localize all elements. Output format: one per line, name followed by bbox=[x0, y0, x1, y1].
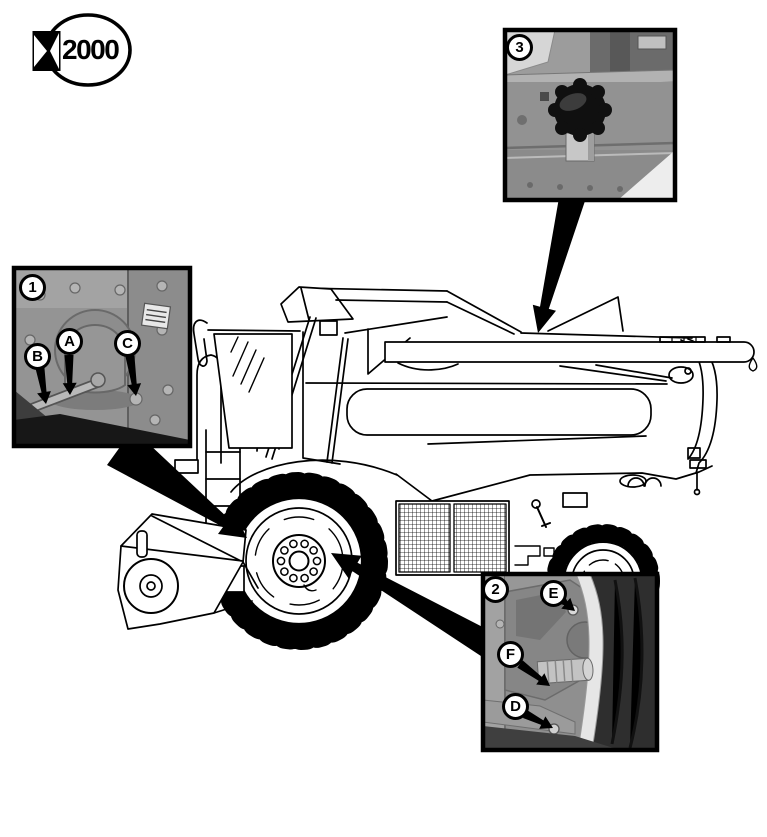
inset-2-border bbox=[480, 571, 660, 753]
inset-borders bbox=[11, 27, 678, 753]
inset-3-number-badge: 3 bbox=[506, 34, 533, 61]
callout-d-badge: D bbox=[502, 693, 529, 720]
callout-arrow-c bbox=[125, 355, 142, 396]
oil-filler-cap bbox=[548, 78, 612, 142]
combine-body bbox=[265, 286, 718, 502]
callout-c-badge: C bbox=[114, 330, 141, 357]
model-year-logo: 2000 bbox=[26, 8, 138, 92]
connector-arrow-1 bbox=[107, 429, 247, 538]
logo-emblem-icon bbox=[32, 13, 132, 87]
combine-line-art bbox=[117, 286, 758, 650]
callout-e-badge: E bbox=[540, 580, 567, 607]
inset-3-border bbox=[502, 27, 678, 203]
cab bbox=[192, 319, 301, 449]
callout-b-badge: B bbox=[24, 343, 51, 370]
callout-arrow-a bbox=[62, 354, 77, 395]
logo-year-text: 2000 bbox=[62, 34, 120, 65]
callout-arrow-d bbox=[523, 710, 553, 729]
connector-arrow-3 bbox=[532, 192, 586, 333]
feeder-house bbox=[117, 513, 259, 630]
engine-screen-grille bbox=[395, 500, 555, 576]
callout-f-badge: F bbox=[497, 641, 524, 668]
callout-arrow-b bbox=[35, 367, 51, 404]
unloading-auger-tube bbox=[384, 336, 758, 384]
connector-arrow-2 bbox=[331, 553, 504, 662]
callout-arrow-f bbox=[517, 660, 550, 686]
front-fender-arch bbox=[230, 459, 398, 493]
connector-arrows bbox=[107, 192, 586, 662]
inset-3-photo-engine bbox=[505, 30, 675, 200]
inset-1-number-badge: 1 bbox=[19, 274, 46, 301]
rear-axle-details bbox=[531, 474, 662, 528]
inset-2-number-badge: 2 bbox=[482, 576, 509, 603]
callout-a-badge: A bbox=[56, 328, 83, 355]
inset-1-border bbox=[11, 265, 193, 449]
